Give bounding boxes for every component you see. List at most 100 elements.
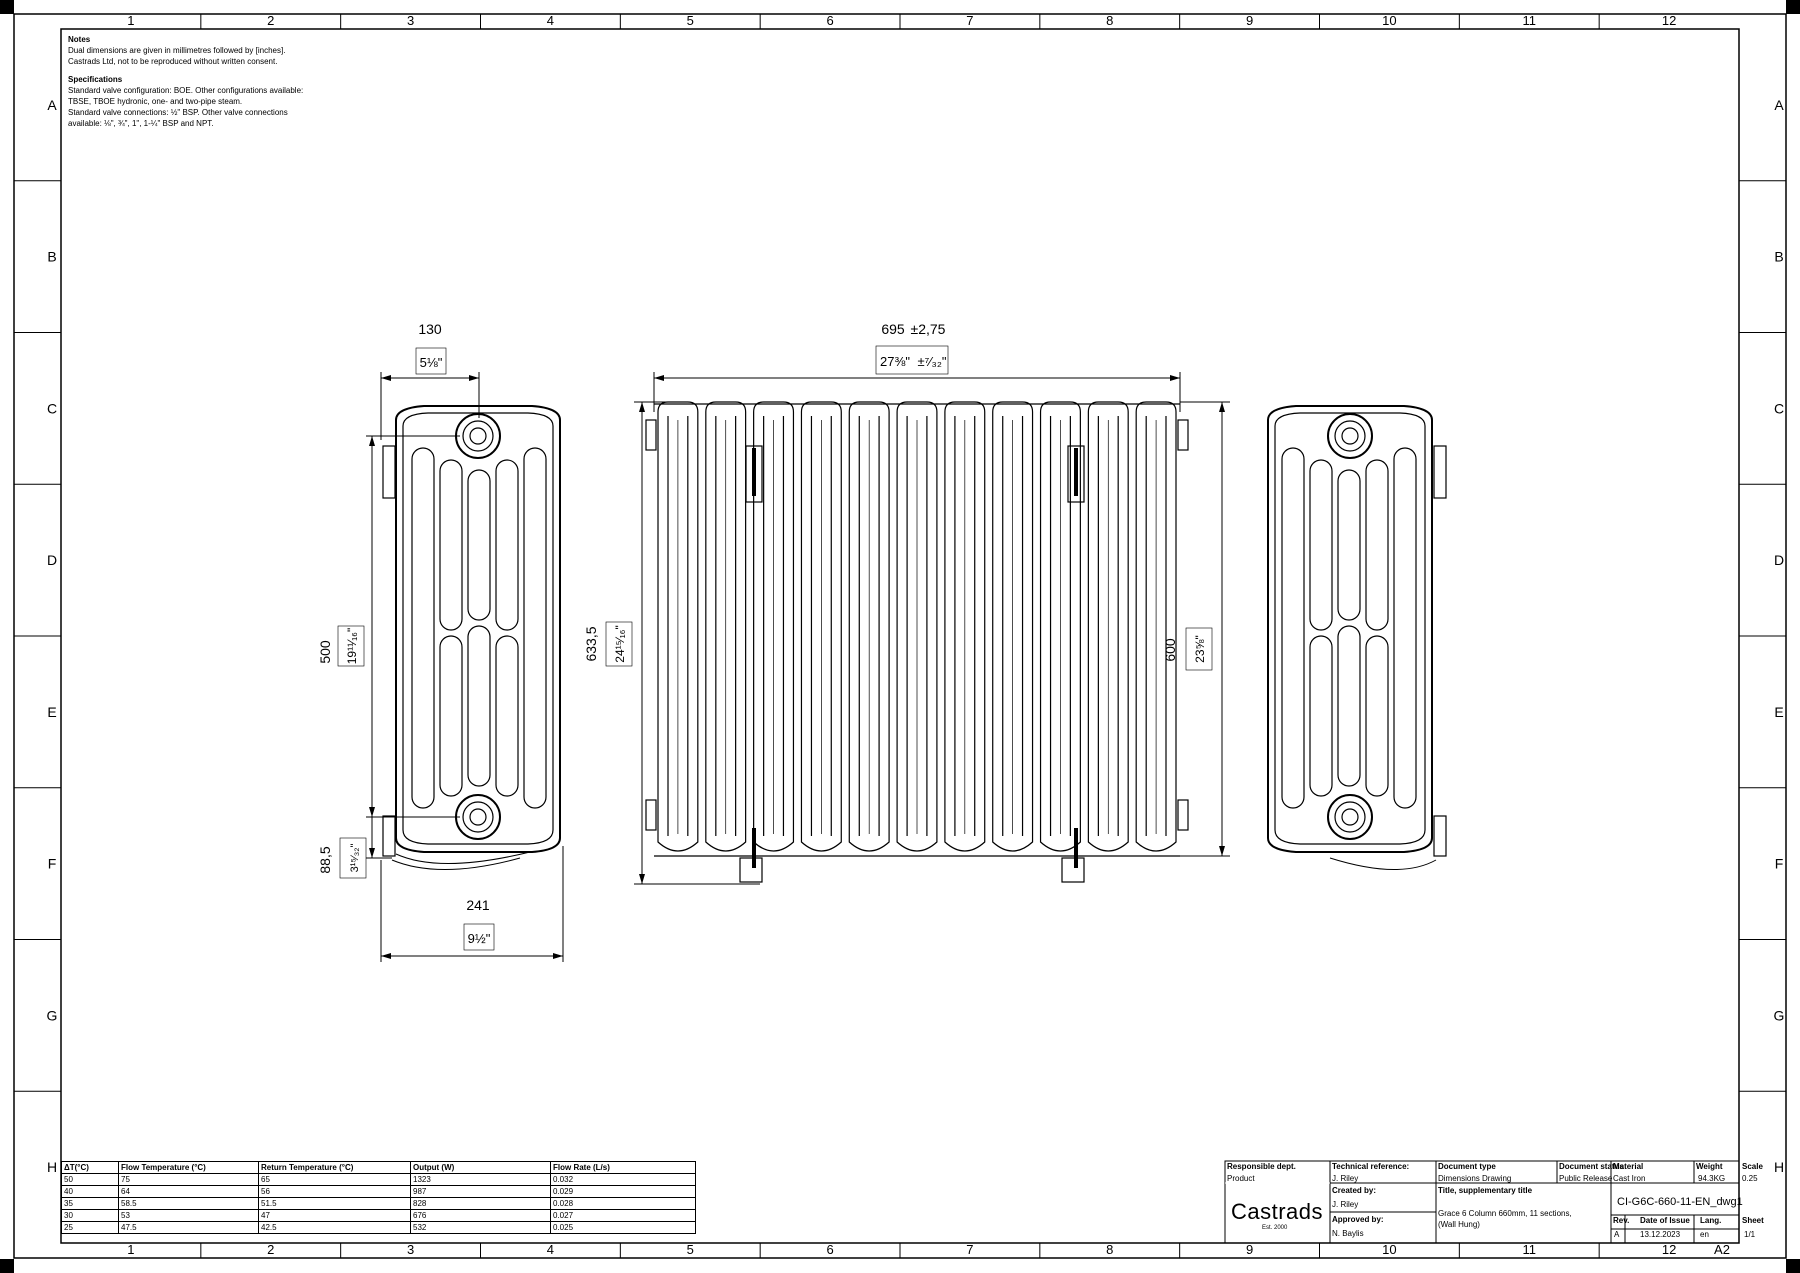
title-line-2: (Wall Hung) (1438, 1220, 1480, 1229)
table-cell: 0.028 (550, 1197, 696, 1210)
table-cell: 56 (258, 1185, 411, 1198)
sheet: 1/1 (1744, 1230, 1756, 1239)
dim-side-offset-in: 3¹⁵⁄₃₂" (349, 843, 361, 872)
label-created-by: Created by: (1332, 1186, 1377, 1195)
document-id: CI-G6C-660-11-EN_dwg1 (1617, 1196, 1743, 1208)
dim-section-height: 600 (1162, 638, 1178, 662)
scale: 0.25 (1742, 1174, 1758, 1183)
spec-line: TBSE, TBOE hydronic, one- and two-pipe s… (68, 97, 243, 106)
created-by: J. Riley (1332, 1200, 1359, 1209)
column-marker: 3 (407, 1242, 414, 1257)
row-marker: H (1774, 1159, 1784, 1175)
radiator-section (1087, 401, 1129, 852)
title-line-1: Grace 6 Column 660mm, 11 sections, (1438, 1209, 1572, 1218)
column-marker: 6 (826, 1242, 833, 1257)
column-marker: 2 (267, 13, 274, 28)
dim-front-height-in: 24¹⁵⁄₁₆" (613, 625, 627, 662)
column-marker: 12 (1662, 13, 1676, 28)
column-marker: 1 (127, 13, 134, 28)
row-marker: B (47, 249, 56, 265)
table-cell: 51.5 (258, 1197, 411, 1210)
radiator-section (848, 401, 890, 852)
performance-table: ΔT(°C) Flow Temperature (°C) Return Temp… (61, 1161, 696, 1234)
label-responsible-dept: Responsible dept. (1227, 1162, 1296, 1171)
row-marker: A (47, 97, 57, 113)
table-cell: 47 (258, 1209, 411, 1222)
title-block-frame (1224, 1160, 1740, 1244)
label-weight: Weight (1696, 1162, 1723, 1171)
column-marker: 7 (966, 1242, 973, 1257)
rev: A (1614, 1230, 1620, 1239)
label-issue: Date of Issue (1640, 1216, 1690, 1225)
spec-line: Standard valve configuration: BOE. Other… (68, 86, 304, 95)
front-view (645, 401, 1189, 857)
logo-tagline: Est. 2000 (1262, 1225, 1288, 1231)
corner-mark (0, 0, 14, 14)
column-marker: 8 (1106, 13, 1113, 28)
dim-side-depth-in: 5⅛" (420, 355, 443, 370)
inner-frame (60, 28, 1740, 1244)
label-doc-type: Document type (1438, 1162, 1496, 1171)
column-marker: 11 (1523, 1242, 1537, 1257)
dimension-lines (366, 372, 1230, 962)
corner-mark (0, 1259, 14, 1273)
column-marker: 10 (1382, 13, 1396, 28)
label-doc-status: Document status (1559, 1162, 1624, 1171)
issue-date: 13.12.2023 (1640, 1230, 1681, 1239)
dim-side-depth: 130 (418, 321, 442, 337)
dim-side-height-in: 19¹¹⁄₁₆" (345, 628, 359, 665)
th-output: Output (W) (410, 1161, 551, 1174)
table-cell: 0.029 (550, 1185, 696, 1198)
table-cell: 50 (61, 1173, 119, 1186)
outer-frame (13, 13, 1787, 1259)
dim-side-height: 500 (317, 640, 333, 664)
radiator-section (705, 401, 747, 852)
dim-side-offset: 88,5 (317, 846, 333, 873)
row-marker: H (47, 1159, 57, 1175)
label-title: Title, supplementary title (1438, 1186, 1533, 1195)
table-cell: 676 (410, 1209, 551, 1222)
castrads-logo: Castrads (1231, 1199, 1324, 1224)
spec-heading: Specifications (68, 75, 123, 84)
dim-front-tolerance-in: ±⁷⁄₃₂" (918, 354, 947, 369)
column-marker: 4 (547, 13, 554, 28)
notes-line: Castrads Ltd, not to be reproduced witho… (68, 57, 278, 66)
column-marker: 6 (826, 13, 833, 28)
dimension-arrows (369, 375, 1225, 959)
table-cell: 58.5 (118, 1197, 259, 1210)
column-marker: 9 (1246, 1242, 1253, 1257)
table-header-row: ΔT(°C) Flow Temperature (°C) Return Temp… (61, 1161, 696, 1174)
column-marker: 4 (547, 1242, 554, 1257)
table-cell: 47.5 (118, 1221, 259, 1234)
dim-side-width-in: 9½" (468, 931, 491, 946)
column-marker: 12 (1662, 1242, 1676, 1257)
table-cell: 987 (410, 1185, 551, 1198)
th-return-temp: Return Temperature (°C) (258, 1161, 411, 1174)
column-marker: 8 (1106, 1242, 1113, 1257)
column-marker: 3 (407, 13, 414, 28)
notes-heading: Notes (68, 35, 91, 44)
table-cell: 532 (410, 1221, 551, 1234)
radiator-section (992, 401, 1034, 852)
row-marker: D (47, 552, 57, 568)
column-marker: 5 (687, 13, 694, 28)
dim-side-width: 241 (466, 897, 490, 913)
th-flow-temp: Flow Temperature (°C) (118, 1161, 259, 1174)
column-marker: 10 (1382, 1242, 1396, 1257)
radiator-section (800, 401, 842, 852)
radiator-section (944, 401, 986, 852)
row-marker: F (1775, 856, 1784, 872)
table-cell: 65 (258, 1173, 411, 1186)
corner-mark (1786, 1259, 1800, 1273)
radiator-section (1039, 401, 1081, 852)
radiator-section (753, 401, 795, 852)
notes-line: Dual dimensions are given in millimetres… (68, 46, 286, 55)
label-tech-ref: Technical reference: (1332, 1162, 1410, 1171)
radiator-section (1135, 401, 1177, 852)
radiator-section (657, 401, 699, 852)
approved-by: N. Baylis (1332, 1229, 1364, 1238)
column-marker: 5 (687, 1242, 694, 1257)
